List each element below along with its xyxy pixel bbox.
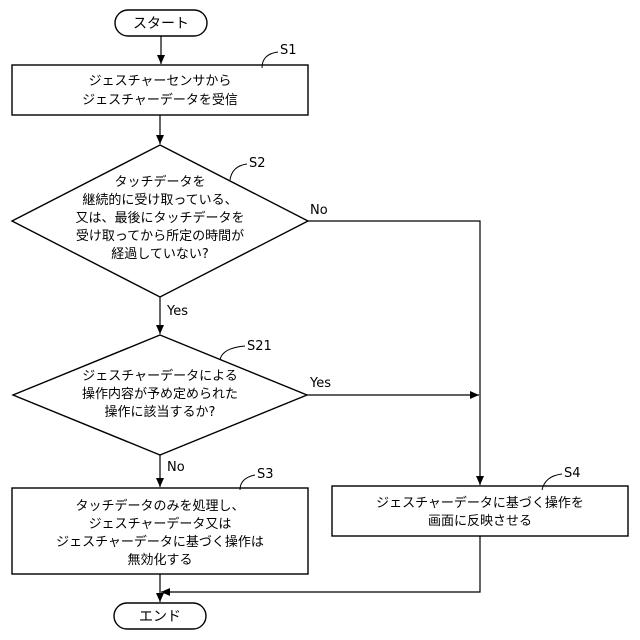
process-s1: ジェスチャーセンサから ジェスチャーデータを受信 S1 [12, 43, 308, 115]
process-s3-line-1: タッチデータのみを処理し、 [75, 498, 244, 514]
process-s3-line-2: ジェスチャーデータ又は [89, 516, 232, 532]
start-label: スタート [133, 16, 189, 32]
decision-s2: タッチデータを 継続的に受け取っている、 又は、最後にタッチデータを 受け取って… [12, 145, 308, 297]
decision-s2-line-3: 又は、最後にタッチデータを [75, 210, 244, 226]
s1-step-label: S1 [280, 43, 297, 58]
s21-yes-label: Yes [309, 376, 331, 391]
arrow-s2-no-to-s4 [308, 221, 480, 485]
decision-s2-line-4: 受け取ってから所定の時間が [76, 229, 244, 244]
process-s1-line-2: ジェスチャーデータを受信 [82, 92, 238, 108]
start-terminal: スタート [115, 10, 207, 36]
decision-s21-line-2: 操作内容が予め定められた [82, 386, 238, 402]
decision-s21-line-1: ジェスチャーデータによる [82, 368, 237, 384]
process-s1-line-1: ジェスチャーセンサから [89, 74, 232, 89]
s4-step-label: S4 [564, 466, 581, 481]
end-label: エンド [139, 609, 181, 625]
decision-s21-line-3: 操作に該当するか? [105, 404, 216, 420]
s21-no-label: No [167, 460, 185, 475]
process-s3-line-3: ジェスチャーデータに基づく操作は [56, 534, 264, 550]
decision-s2-line-5: 経過していない? [111, 247, 209, 262]
s21-step-label: S21 [247, 339, 272, 354]
decision-s21: ジェスチャーデータによる 操作内容が予め定められた 操作に該当するか? S21 [13, 335, 307, 455]
decision-s2-line-1: タッチデータを [114, 174, 205, 190]
process-s4-line-2: 画面に反映させる [428, 514, 532, 529]
s21-reference-line [220, 346, 245, 360]
s3-step-label: S3 [257, 467, 274, 482]
end-terminal: エンド [114, 603, 206, 629]
decision-s2-line-2: 継続的に受け取っている、 [82, 192, 237, 208]
s2-step-label: S2 [249, 156, 266, 171]
s2-yes-label: Yes [166, 304, 188, 319]
process-s4-line-1: ジェスチャーデータに基づく操作を [376, 495, 584, 511]
process-s3-line-4: 無効化する [127, 553, 192, 568]
s2-no-label: No [310, 203, 328, 218]
s2-reference-line [230, 164, 247, 180]
